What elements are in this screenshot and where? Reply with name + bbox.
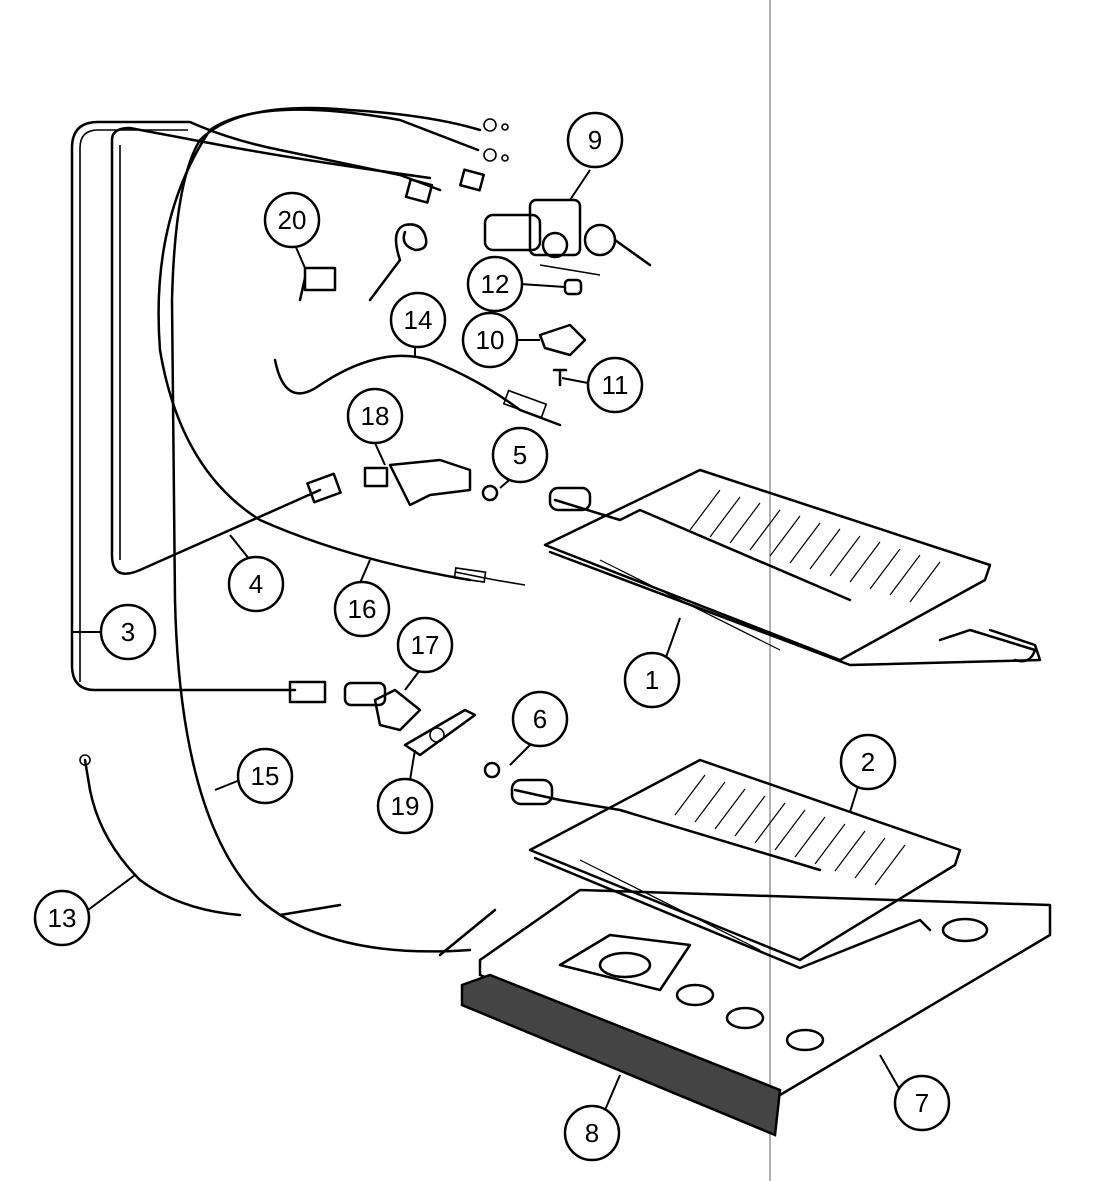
gas-tube-3 (70, 120, 442, 692)
lead-tip-2 (501, 154, 509, 162)
leader-11 (561, 377, 589, 384)
callout-19: 19 (376, 777, 434, 835)
fitting-4 (306, 472, 342, 504)
callout-label: 16 (348, 594, 377, 624)
callout-15: 15 (236, 747, 294, 805)
leader-13 (87, 874, 136, 911)
callout-label: 13 (48, 903, 77, 933)
lead-end-top-1 (483, 118, 497, 132)
clip-20 (298, 266, 337, 302)
callout-12: 12 (466, 255, 524, 313)
leader-17 (404, 669, 421, 691)
callout-label: 11 (602, 370, 629, 400)
callout-11: 11 (586, 356, 644, 414)
callout-3: 3 (99, 603, 157, 661)
callout-label: 3 (121, 617, 135, 647)
ignitor-bracket-18 (363, 458, 472, 507)
callout-8: 8 (563, 1104, 621, 1162)
callout-9: 9 (566, 111, 624, 169)
leader-20 (294, 244, 306, 269)
callout-label: 17 (411, 630, 440, 660)
leader-4 (229, 534, 251, 561)
callout-10: 10 (461, 311, 519, 369)
leader-18 (374, 442, 386, 466)
callout-16: 16 (333, 580, 391, 638)
screw-6 (483, 761, 501, 779)
cap-12 (563, 278, 583, 296)
fitting-top-2 (404, 178, 434, 204)
callout-6: 6 (511, 690, 569, 748)
probe-16-body (453, 567, 487, 583)
lead-end-top-2 (483, 148, 497, 162)
leader-12 (519, 283, 566, 288)
leader-6 (509, 744, 531, 766)
callout-14: 14 (389, 291, 447, 349)
leader-19 (409, 749, 416, 781)
gasket-19 (403, 708, 477, 757)
callout-1: 1 (623, 651, 681, 709)
lead-13-end (79, 754, 91, 766)
leader-16 (359, 559, 371, 584)
thermocouple-15 (170, 106, 482, 953)
callout-label: 4 (249, 569, 263, 599)
callout-label: 19 (391, 791, 420, 821)
callout-label: 18 (361, 401, 390, 431)
callout-label: 2 (861, 747, 875, 777)
probe-13 (278, 903, 342, 917)
burner-1 (543, 468, 1042, 667)
leader-1 (664, 617, 681, 661)
gas-tube-3-inner (79, 129, 188, 682)
callout-label: 5 (513, 440, 527, 470)
leader-7 (879, 1054, 901, 1091)
bracket-10 (538, 323, 587, 357)
fitting-top-1 (459, 168, 485, 192)
callout-4: 4 (227, 555, 285, 613)
gas-tube-4 (110, 126, 432, 575)
callout-label: 14 (404, 305, 433, 335)
callout-5: 5 (491, 426, 549, 484)
callout-label: 12 (481, 269, 510, 299)
screw-11 (552, 368, 568, 387)
callout-label: 7 (915, 1088, 929, 1118)
callout-2: 2 (839, 733, 897, 791)
lead-tip-1 (501, 123, 509, 131)
callout-label: 8 (585, 1118, 599, 1148)
tray-7 (478, 888, 1052, 1097)
callout-17: 17 (396, 616, 454, 674)
callout-label: 20 (278, 205, 307, 235)
callout-label: 10 (476, 325, 505, 355)
callout-18: 18 (346, 387, 404, 445)
probe-15 (438, 908, 497, 957)
igniter-lead-14 (273, 354, 562, 427)
callout-7: 7 (893, 1074, 951, 1132)
callout-20: 20 (263, 191, 321, 249)
screen-8 (460, 973, 782, 1137)
leader-15 (214, 779, 241, 791)
lead-13 (83, 758, 242, 917)
callout-13: 13 (33, 889, 91, 947)
callout-label: 6 (533, 704, 547, 734)
orifice-17 (288, 680, 422, 732)
burner-2 (510, 758, 962, 970)
leader-8 (604, 1074, 621, 1111)
callout-label: 1 (645, 665, 659, 695)
gas-valve-9 (483, 198, 652, 276)
spring (368, 223, 428, 302)
leader-9 (569, 169, 591, 201)
screw-5 (481, 484, 499, 502)
thermocouple-16 (157, 108, 480, 582)
callout-label: 15 (251, 761, 280, 791)
probe-16 (454, 571, 526, 586)
igniter-electrode (502, 389, 548, 419)
callout-label: 9 (588, 125, 602, 155)
